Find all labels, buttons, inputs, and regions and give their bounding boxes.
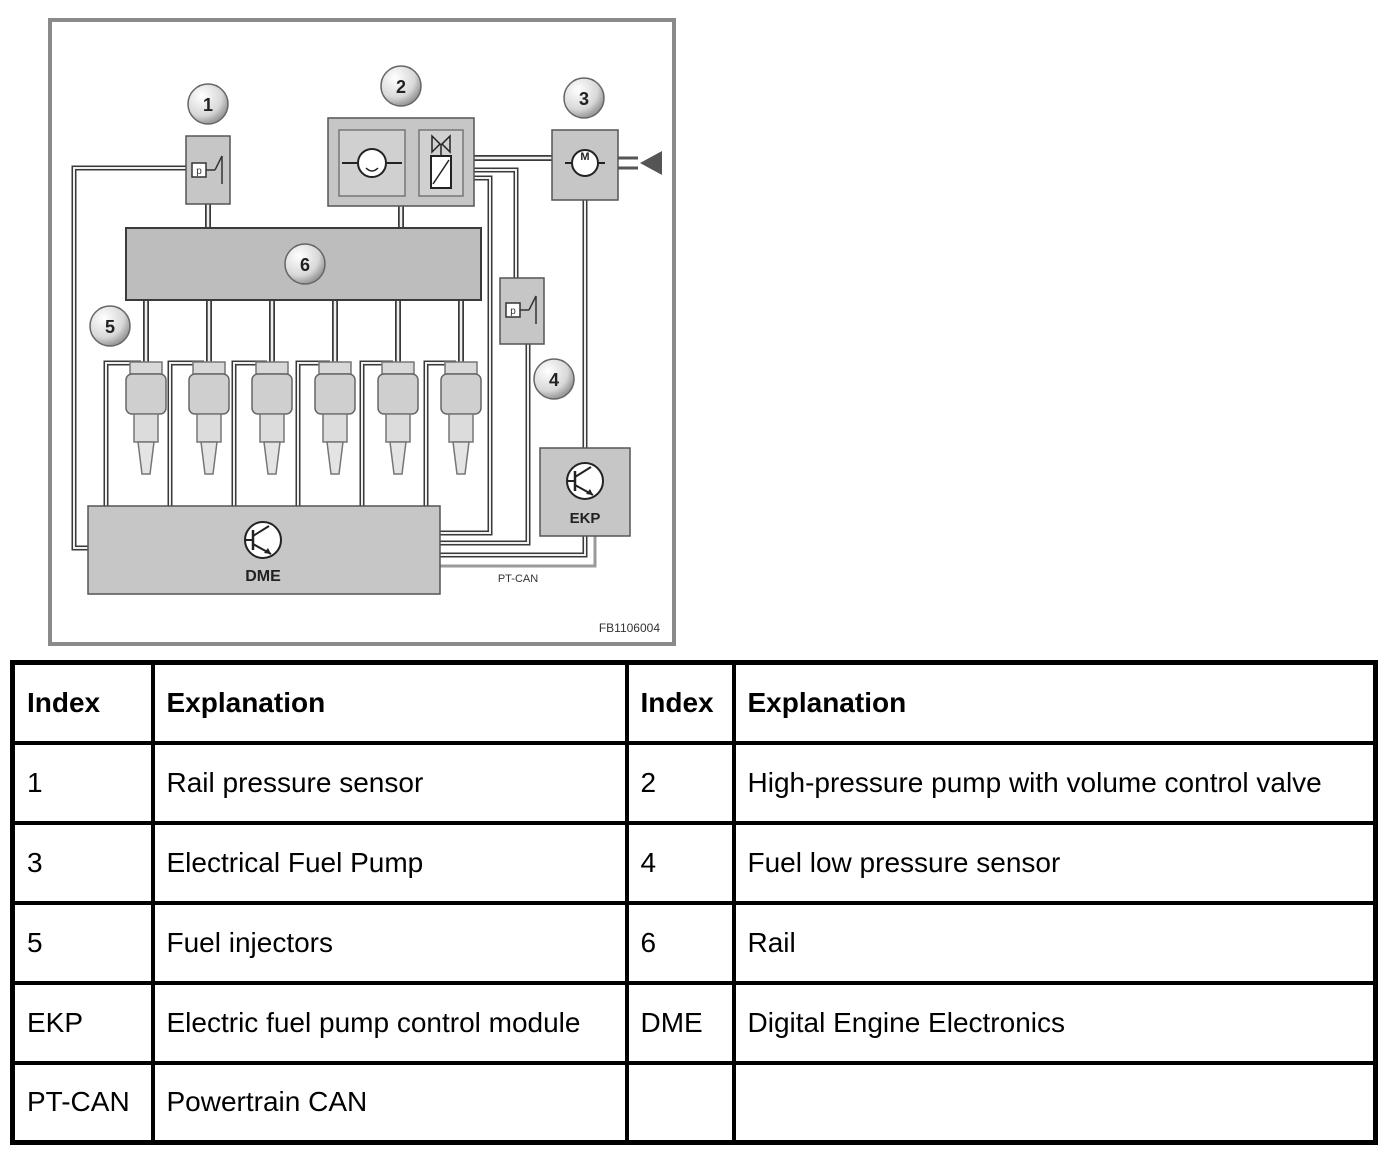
pt-can-label: PT-CAN [498, 573, 538, 585]
index-cell: 2 [624, 740, 736, 825]
wiring [71, 155, 597, 568]
explanation-cell: Powertrain CAN [150, 1060, 629, 1145]
index-cell: 4 [624, 820, 736, 905]
callout-1: 1 [187, 83, 229, 125]
explanation-cell: Fuel injectors [150, 900, 629, 985]
index-cell: PT-CAN [10, 1060, 155, 1145]
legend-row: 3 Electrical Fuel Pump 4 Fuel low pressu… [10, 820, 1378, 905]
fuel-system-diagram: p [48, 18, 676, 646]
explanation-cell: Electrical Fuel Pump [150, 820, 629, 905]
legend-table: Index Explanation Index Explanation 1 Ra… [10, 660, 1378, 1145]
ekp-module: EKP [539, 447, 631, 537]
header-index: Index [624, 660, 736, 745]
index-cell [624, 1060, 736, 1145]
explanation-cell: High-pressure pump with volume control v… [731, 740, 1378, 825]
legend-row: PT-CAN Powertrain CAN [10, 1060, 1378, 1145]
index-cell: 5 [10, 900, 155, 985]
rail-pressure-sensor [185, 135, 231, 205]
header-explanation: Explanation [731, 660, 1378, 745]
dme-label: DME [245, 568, 281, 585]
svg-text:2: 2 [396, 77, 406, 97]
callout-2: 2 [380, 65, 422, 107]
explanation-cell: Electric fuel pump control module [150, 980, 629, 1065]
dme-module: DME [87, 505, 441, 595]
fuel-inlet-arrow-icon [640, 151, 662, 175]
header-explanation: Explanation [150, 660, 629, 745]
index-cell: 1 [10, 740, 155, 825]
electrical-fuel-pump: M [551, 129, 662, 201]
callout-5: 5 [89, 305, 131, 347]
explanation-cell: Rail pressure sensor [150, 740, 629, 825]
explanation-cell [731, 1060, 1378, 1145]
svg-text:3: 3 [579, 89, 589, 109]
explanation-cell: Rail [731, 900, 1378, 985]
index-cell: DME [624, 980, 736, 1065]
rail [125, 227, 482, 301]
legend-header-row: Index Explanation Index Explanation [10, 660, 1378, 745]
ekp-label: EKP [570, 510, 601, 527]
svg-text:5: 5 [105, 317, 115, 337]
pump-motor-icon [357, 148, 387, 178]
figure-id: FB1106004 [599, 621, 660, 635]
callout-3: 3 [563, 77, 605, 119]
legend-row: 5 Fuel injectors 6 Rail [10, 900, 1378, 985]
callout-4: 4 [533, 358, 575, 400]
svg-text:M: M [580, 151, 589, 163]
legend-row: 1 Rail pressure sensor 2 High-pressure p… [10, 740, 1378, 825]
svg-text:6: 6 [300, 255, 310, 275]
svg-text:1: 1 [203, 95, 213, 115]
explanation-cell: Fuel low pressure sensor [731, 820, 1378, 905]
index-cell: 3 [10, 820, 155, 905]
callout-6: 6 [284, 243, 326, 285]
svg-text:4: 4 [549, 370, 559, 390]
explanation-cell: Digital Engine Electronics [731, 980, 1378, 1065]
fuel-low-pressure-sensor [499, 277, 545, 345]
ekp-transistor-icon [565, 461, 605, 501]
header-index: Index [10, 660, 155, 745]
dme-transistor-icon [243, 520, 283, 560]
legend-row: EKP Electric fuel pump control module DM… [10, 980, 1378, 1065]
index-cell: 6 [624, 900, 736, 985]
index-cell: EKP [10, 980, 155, 1065]
high-pressure-pump [327, 117, 475, 207]
